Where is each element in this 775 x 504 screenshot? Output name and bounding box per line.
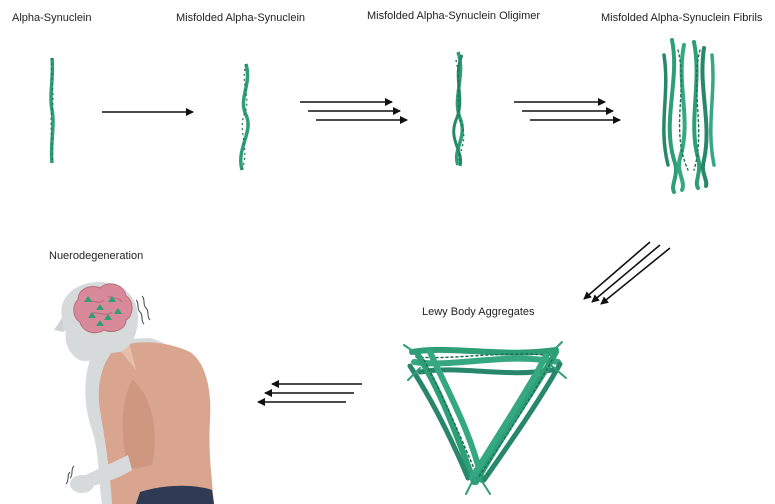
misfolded-strand	[241, 64, 248, 170]
label-oligimer: Misfolded Alpha-Synuclein Oligimer	[367, 10, 540, 22]
oligimer-strands	[454, 52, 464, 166]
label-misfolded: Misfolded Alpha-Synuclein	[176, 12, 305, 24]
label-neurodegeneration: Nuerodegeneration	[49, 250, 143, 262]
arrow-triple-left	[258, 384, 362, 402]
arrow-triple-1	[300, 102, 407, 120]
alpha-synuclein-strand	[51, 58, 53, 163]
label-alpha-synuclein: Alpha-Synuclein	[12, 12, 92, 24]
label-lewy-body: Lewy Body Aggregates	[422, 306, 535, 318]
arrow-triple-2	[514, 102, 620, 120]
lewy-body-aggregate	[404, 342, 566, 494]
fibrils-bundle	[664, 40, 714, 192]
arrow-triple-diagonal	[584, 242, 670, 304]
brain-icon	[74, 284, 132, 333]
label-fibrils: Misfolded Alpha-Synuclein Fibrils	[601, 12, 762, 24]
